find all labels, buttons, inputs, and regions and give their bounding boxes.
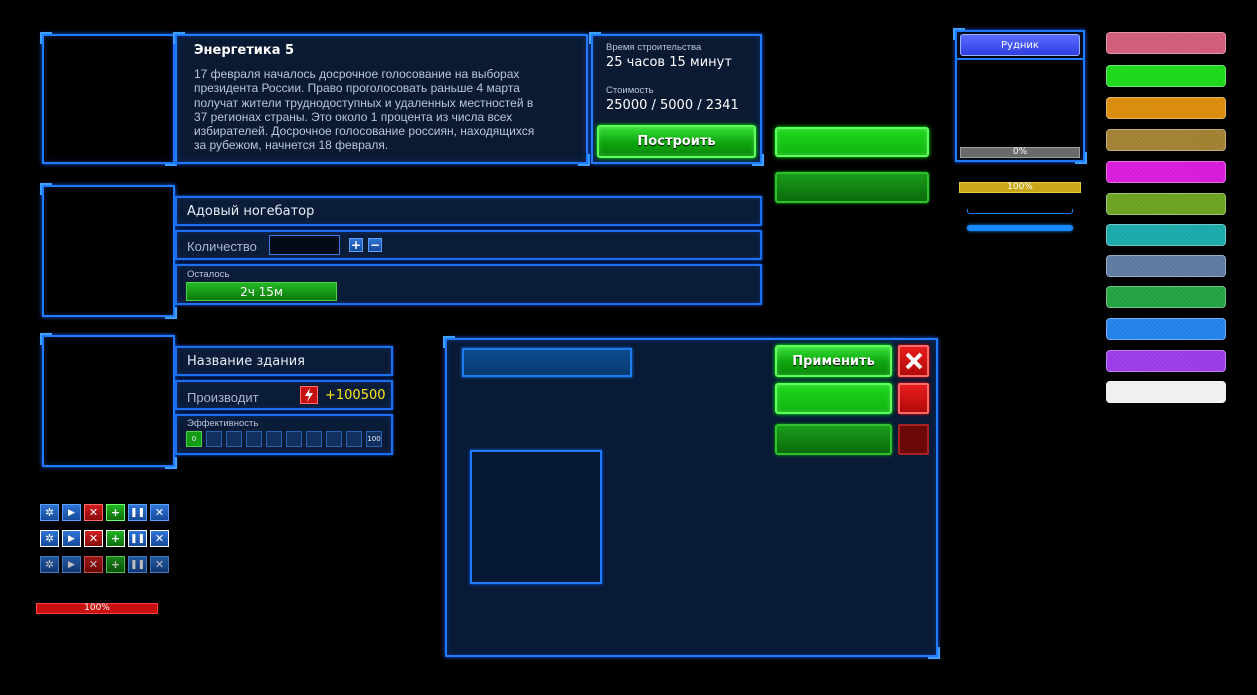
play-icon[interactable]: ▶: [62, 530, 81, 547]
yellow-progress-fill: [960, 183, 1080, 192]
pause-icon[interactable]: ❚❚: [128, 556, 147, 573]
green-button-bright[interactable]: [775, 127, 929, 157]
build-time-label: Время строительства: [606, 42, 702, 53]
yellow-progress-text: 100%: [1007, 182, 1033, 192]
unit-name-row: Адовый ногебатор: [175, 196, 762, 226]
dialog-tab[interactable]: [462, 348, 632, 377]
efficiency-cell[interactable]: [306, 431, 322, 447]
quantity-input[interactable]: [269, 235, 340, 255]
building-image-frame: [40, 32, 177, 166]
mine-title: Рудник: [1001, 39, 1039, 51]
dialog-red-button-disabled[interactable]: [898, 424, 929, 455]
plus-icon[interactable]: +: [106, 530, 125, 547]
color-swatch[interactable]: [1106, 224, 1226, 246]
efficiency-cell[interactable]: [346, 431, 362, 447]
unit-image-frame: [40, 183, 177, 319]
red-progress-text: 100%: [84, 603, 110, 613]
produces-label: Производит: [187, 390, 259, 405]
plus-icon[interactable]: +: [349, 238, 363, 252]
production-image-frame: [40, 333, 177, 469]
color-swatch[interactable]: [1106, 97, 1226, 119]
remaining-label: Осталось: [187, 269, 230, 280]
blue-divider-outline: [967, 209, 1073, 214]
color-swatch[interactable]: [1106, 129, 1226, 151]
build-button[interactable]: Построить: [597, 125, 756, 158]
pause-icon[interactable]: ❚❚: [128, 530, 147, 547]
color-swatch[interactable]: [1106, 32, 1226, 54]
close-icon[interactable]: ✕: [84, 530, 103, 547]
green-button-dim[interactable]: [775, 172, 929, 203]
gear-icon[interactable]: ✲: [40, 530, 59, 547]
apply-button[interactable]: Применить: [775, 345, 892, 377]
color-swatch[interactable]: [1106, 286, 1226, 308]
red-progress-bar: 100%: [36, 603, 158, 614]
remaining-value: 2ч 15м: [240, 284, 283, 299]
plus-icon[interactable]: +: [106, 504, 125, 521]
red-progress-fill: [37, 604, 157, 613]
color-swatch[interactable]: [1106, 350, 1226, 372]
close-icon[interactable]: ✕: [150, 504, 169, 521]
produces-value: +100500: [325, 388, 386, 403]
close-icon[interactable]: ✕: [150, 530, 169, 547]
efficiency-label: Эффективность: [187, 418, 259, 429]
building-info-panel: Энергетика 5 17 февраля началось досрочн…: [173, 32, 590, 166]
building-title: Энергетика 5: [194, 43, 295, 58]
color-swatch[interactable]: [1106, 318, 1226, 340]
yellow-progress-bar: 100%: [959, 182, 1081, 193]
cost-value: 25000 / 5000 / 2341: [606, 98, 739, 113]
efficiency-cell[interactable]: [266, 431, 282, 447]
mine-title-bar[interactable]: Рудник: [960, 34, 1080, 56]
efficiency-cell[interactable]: [206, 431, 222, 447]
gear-icon[interactable]: ✲: [40, 556, 59, 573]
cost-label: Стоимость: [606, 85, 654, 96]
gear-icon[interactable]: ✲: [40, 504, 59, 521]
production-building-name: Название здания: [187, 354, 305, 369]
efficiency-row: Эффективность 0 100: [175, 414, 393, 455]
color-swatch[interactable]: [1106, 255, 1226, 277]
color-swatch[interactable]: [1106, 65, 1226, 87]
color-swatch[interactable]: [1106, 381, 1226, 403]
minus-icon[interactable]: −: [368, 238, 382, 252]
produces-row: Производит +100500: [175, 380, 393, 410]
dialog-green-button[interactable]: [775, 383, 892, 414]
remaining-bar: 2ч 15м: [186, 282, 337, 301]
mine-widget: Рудник 0%: [953, 28, 1087, 164]
efficiency-cell[interactable]: [286, 431, 302, 447]
color-swatch[interactable]: [1106, 161, 1226, 183]
quantity-row: Количество + −: [175, 230, 762, 260]
efficiency-cell-max[interactable]: 100: [366, 431, 382, 447]
dialog-red-button[interactable]: [898, 383, 929, 414]
unit-name: Адовый ногебатор: [187, 204, 315, 219]
efficiency-cell[interactable]: [326, 431, 342, 447]
close-icon[interactable]: ✕: [84, 504, 103, 521]
play-icon[interactable]: ▶: [62, 504, 81, 521]
mine-progress-text: 0%: [1012, 147, 1028, 157]
mine-divider: [957, 58, 1083, 60]
build-time-value: 25 часов 15 минут: [606, 55, 732, 70]
building-description: 17 февраля началось досрочное голосовани…: [194, 67, 535, 153]
production-name-row: Название здания: [175, 346, 393, 376]
efficiency-cell-min[interactable]: 0: [186, 431, 202, 447]
dialog-green-button-disabled[interactable]: [775, 424, 892, 455]
play-icon[interactable]: ▶: [62, 556, 81, 573]
quantity-label: Количество: [187, 239, 257, 254]
color-swatch[interactable]: [1106, 193, 1226, 215]
lightning-icon: [300, 386, 318, 404]
blue-divider-solid: [967, 225, 1073, 231]
efficiency-cell[interactable]: [226, 431, 242, 447]
close-icon[interactable]: ✕: [84, 556, 103, 573]
close-icon[interactable]: ✕: [150, 556, 169, 573]
pause-icon[interactable]: ❚❚: [128, 504, 147, 521]
efficiency-cell[interactable]: [246, 431, 262, 447]
plus-icon[interactable]: +: [106, 556, 125, 573]
remaining-row: Осталось 2ч 15м: [175, 264, 762, 305]
mine-progress-bar: 0%: [960, 147, 1080, 158]
close-icon[interactable]: [898, 345, 929, 377]
dialog-image-frame: [470, 450, 602, 584]
